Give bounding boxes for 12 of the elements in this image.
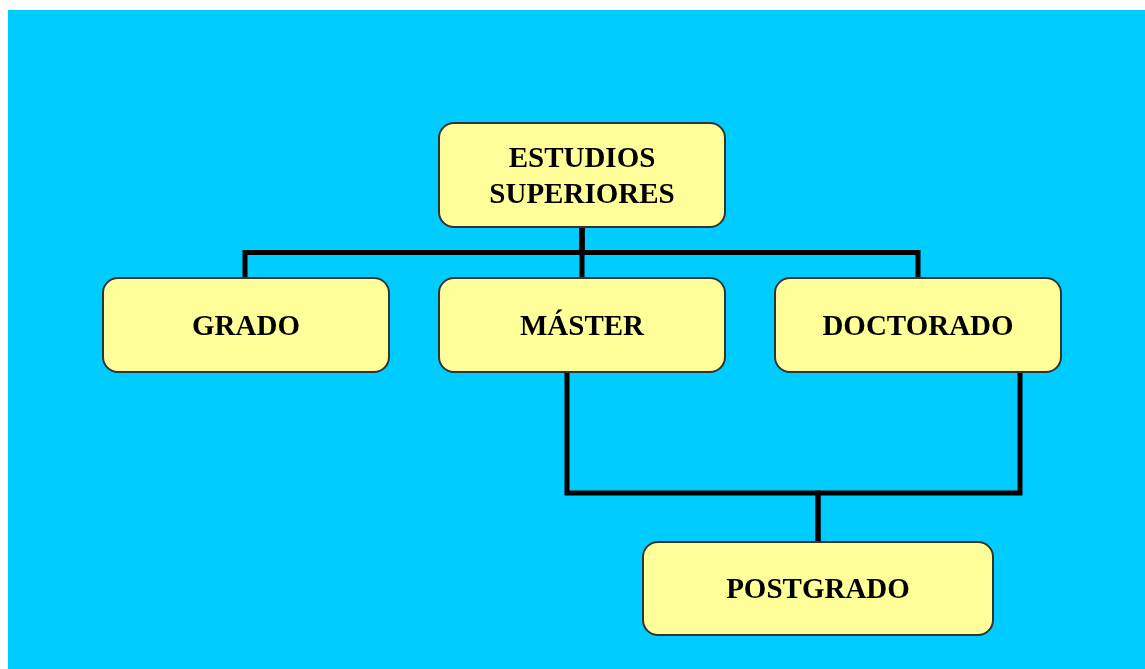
connector-line xyxy=(579,228,921,277)
rounded-box xyxy=(774,277,1062,373)
node-label: GRADO xyxy=(191,307,301,343)
rounded-box xyxy=(438,122,726,228)
connector-line xyxy=(815,373,1023,541)
node-label: DOCTORADO xyxy=(821,307,1015,343)
rounded-box xyxy=(642,541,994,636)
node-label: ESTUDIOS SUPERIORES xyxy=(488,139,676,211)
rounded-box xyxy=(438,277,726,373)
rounded-box xyxy=(102,277,390,373)
node-label: POSTGRADO xyxy=(725,571,911,607)
node-label: MÁSTER xyxy=(518,307,646,343)
